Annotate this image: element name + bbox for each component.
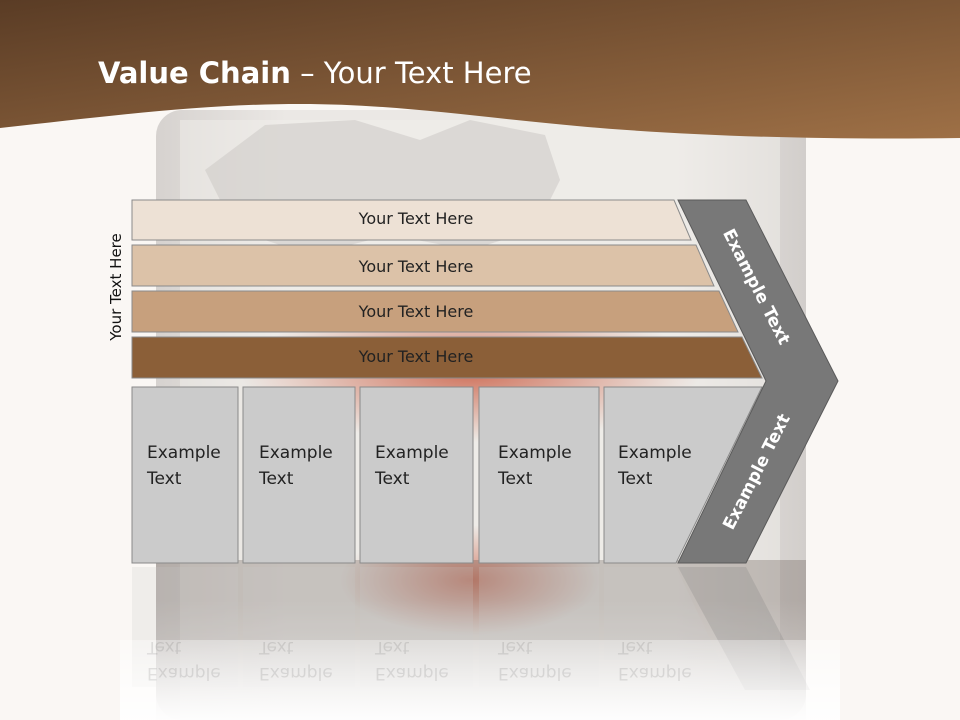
row-shape-3 <box>131 290 739 333</box>
box-shape-3 <box>359 386 474 564</box>
box-shape-4 <box>478 386 600 564</box>
row-label-3: Your Text Here <box>358 302 474 321</box>
row-shape-1 <box>131 199 692 241</box>
title-bold: Value Chain <box>98 56 291 90</box>
row-label-4: Your Text Here <box>358 347 474 366</box>
title-rest: – Your Text Here <box>290 56 532 90</box>
box-shape-2 <box>242 386 356 564</box>
header-band <box>0 0 960 139</box>
row-shape-2 <box>131 244 715 287</box>
slide-title: Value Chain – Your Text Here <box>98 56 532 90</box>
chevron-arrow <box>677 199 839 564</box>
row-shape-4 <box>131 336 763 379</box>
row-label-1: Your Text Here <box>358 209 474 228</box>
box-shape-5 <box>603 386 763 564</box>
box-shape-1 <box>131 386 239 564</box>
row-label-2: Your Text Here <box>358 257 474 276</box>
side-label: Your Text Here <box>107 233 125 341</box>
box-shapes <box>131 386 763 564</box>
row-shapes <box>131 199 763 379</box>
